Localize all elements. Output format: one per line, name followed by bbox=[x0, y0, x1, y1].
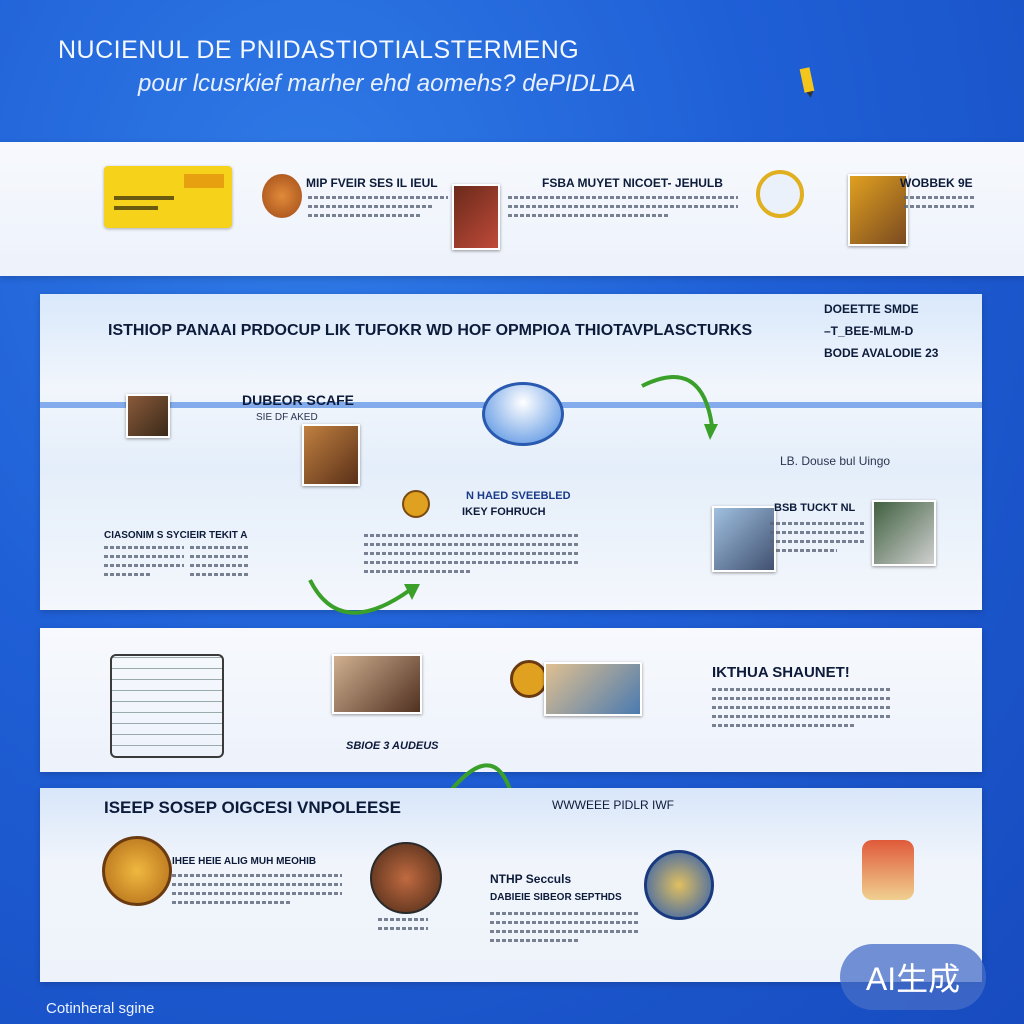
side-line-3: BODE AVALODIE 23 bbox=[824, 346, 939, 360]
text-block-4c bbox=[490, 912, 640, 948]
coin-icon bbox=[402, 490, 430, 518]
photo-center-2 bbox=[544, 662, 642, 716]
label-key2: IKEY FOHRUCH bbox=[462, 506, 546, 518]
photo-right-1 bbox=[712, 506, 776, 572]
label-right: LB. Douse bul Uingo bbox=[780, 454, 891, 468]
label-left: CIASONIM S SYCIEIR TEKIT A bbox=[104, 530, 248, 541]
label-sub: SIE DF AKED bbox=[256, 412, 318, 423]
footer-text: Cotinheral sgine bbox=[46, 1000, 155, 1017]
person-photo-2 bbox=[302, 424, 360, 486]
side-line-2: –T_BEE-MLM-D bbox=[824, 324, 914, 338]
photo-center-1 bbox=[332, 654, 422, 714]
section4-title: ISEEP SOSEP OIGCESI VNPOLEESE bbox=[104, 798, 401, 817]
label-mid: NTHP Secculs bbox=[490, 872, 572, 886]
person-photo-1 bbox=[126, 394, 170, 438]
label-under: DUBEOR SCAFE bbox=[242, 392, 355, 408]
label-center: WWWEEE PIDLR IWF bbox=[552, 798, 674, 812]
photo-thumb-2 bbox=[848, 174, 908, 246]
page-title: NUCIENUL DE PNIDASTIOTIALSTERMENG bbox=[58, 36, 580, 64]
machine-panel: IKTHUA SHAUNET! SBIOE 3 AUDEUS bbox=[40, 628, 982, 772]
section3-text bbox=[712, 688, 892, 733]
section2-title: ISTHIOP PANAAI PRDOCUP LIK TUFOKR WD HOF… bbox=[108, 322, 753, 339]
label-key1: N HAED SVEEBLED bbox=[466, 490, 571, 502]
label-mid2: DABIEIE SIBEOR SEPTHDS bbox=[490, 892, 622, 903]
row1-item3: WOBBEK 9E bbox=[900, 176, 973, 190]
top-strip-panel: MIP FVEIR SES IL IEUL FSBA MUYET NICOET-… bbox=[0, 142, 1024, 276]
bottom-panel: ISEEP SOSEP OIGCESI VNPOLEESE WWWEEE PID… bbox=[40, 788, 982, 982]
text-block-4a bbox=[172, 874, 342, 910]
label-right2: BSB TUCKT NL bbox=[774, 502, 856, 514]
yellow-card bbox=[104, 166, 232, 228]
text-block-4b bbox=[378, 918, 428, 936]
text-block-center bbox=[364, 534, 580, 579]
text-block-left2 bbox=[190, 546, 250, 582]
badge-icon bbox=[510, 660, 548, 698]
label-left-4: IHEE HEIE ALIG MUH MEOHIB bbox=[172, 856, 317, 867]
ai-generated-badge: AI生成 bbox=[840, 944, 986, 1010]
dome-icon bbox=[482, 382, 564, 446]
portrait-icon bbox=[370, 842, 442, 914]
machine-drawing-icon bbox=[110, 654, 224, 758]
row1-text1 bbox=[308, 196, 448, 223]
gauge-icon bbox=[756, 170, 804, 218]
pencil-icon bbox=[799, 67, 815, 98]
text-block-left bbox=[104, 546, 184, 582]
row1-text2 bbox=[508, 196, 738, 223]
text-block-right bbox=[770, 522, 866, 558]
page-subtitle: pour lcusrkief marher ehd aomehs? dePIDL… bbox=[138, 70, 636, 97]
photo-right-2 bbox=[872, 500, 936, 566]
monument-icon bbox=[862, 840, 914, 900]
green-arrow-2 bbox=[308, 579, 420, 615]
header: NUCIENUL DE PNIDASTIOTIALSTERMENG pour l… bbox=[0, 0, 1024, 140]
process-panel: ISTHIOP PANAAI PRDOCUP LIK TUFOKR WD HOF… bbox=[40, 294, 982, 610]
figure-icon bbox=[262, 174, 302, 218]
medallion-icon bbox=[102, 836, 172, 906]
photo-thumb-1 bbox=[452, 184, 500, 250]
side-line-1: DOEETTE SMDE bbox=[824, 302, 919, 316]
row1-item1: MIP FVEIR SES IL IEUL bbox=[306, 176, 438, 190]
green-arrow-1 bbox=[641, 375, 718, 440]
label-lower: SBIOE 3 AUDEUS bbox=[346, 740, 439, 752]
section3-title: IKTHUA SHAUNET! bbox=[712, 664, 850, 681]
row1-text3 bbox=[904, 196, 974, 214]
globe-icon bbox=[644, 850, 714, 920]
row1-item2: FSBA MUYET NICOET- JEHULB bbox=[542, 176, 723, 190]
